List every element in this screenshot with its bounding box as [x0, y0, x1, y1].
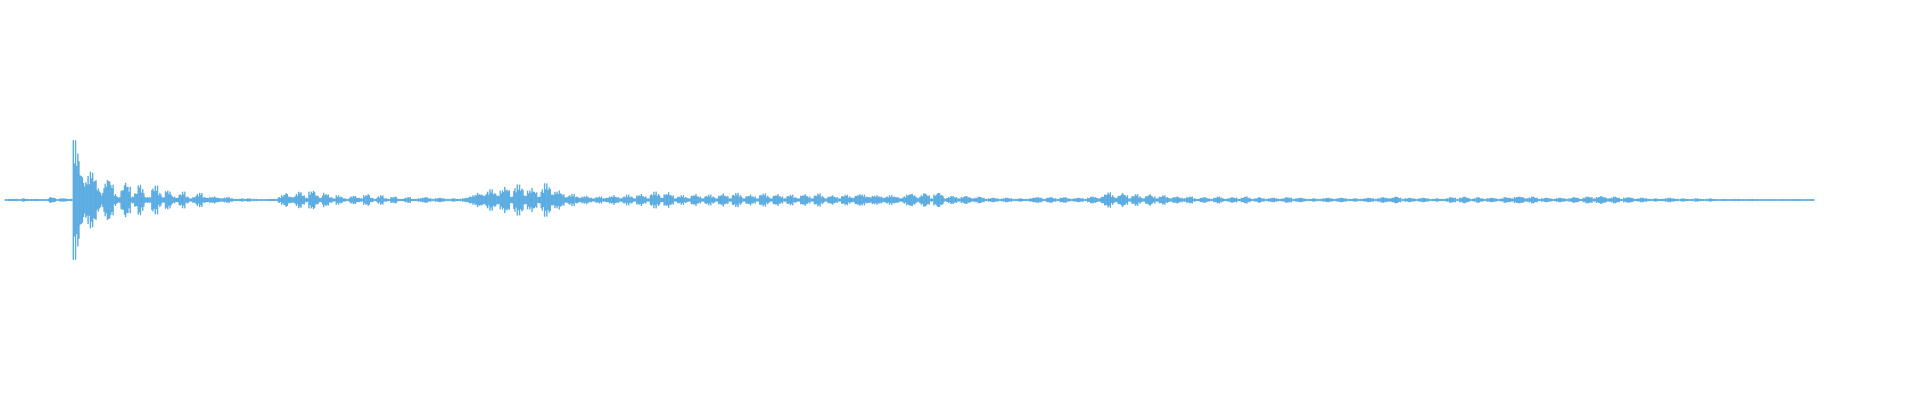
waveform-bars	[4, 140, 1815, 260]
